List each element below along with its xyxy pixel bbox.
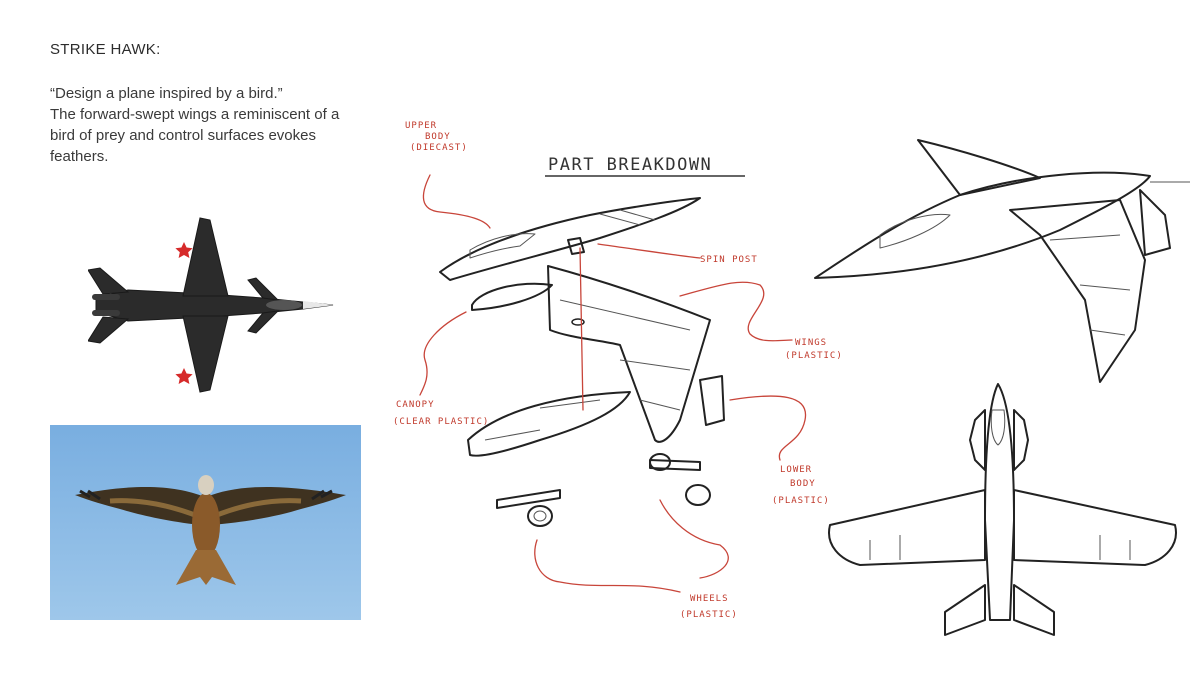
label-lower-body-3: (PLASTIC): [772, 496, 830, 506]
label-wings-2: (PLASTIC): [785, 351, 843, 361]
label-upper-body-1: UPPER: [405, 121, 437, 131]
upper-body-sketch: [439, 197, 701, 281]
label-lower-body-2: BODY: [790, 479, 816, 489]
leader-canopy: [419, 311, 467, 396]
canopy-sketch: [471, 282, 553, 311]
leader-wings: [679, 281, 793, 342]
label-canopy-2: (CLEAR PLASTIC): [393, 417, 489, 427]
label-wheels-2: (PLASTIC): [680, 610, 738, 620]
bird-icon: [75, 475, 346, 585]
lower-body-sketch: [467, 375, 725, 457]
plane-perspective-sketch: [814, 139, 1190, 383]
label-upper-body-3: (DIECAST): [410, 143, 468, 153]
label-spin-post: SPIN POST: [700, 255, 758, 265]
diagram-heading: PART BREAKDOWN: [548, 155, 712, 175]
reference-jet-image: [88, 217, 334, 393]
description: “Design a plane inspired by a bird.” The…: [50, 83, 370, 167]
page-title: STRIKE HAWK:: [50, 41, 161, 58]
description-line: bird of prey and control surfaces evokes: [50, 127, 316, 144]
description-line: “Design a plane inspired by a bird.”: [50, 85, 283, 102]
description-line: The forward-swept wings a reminiscent of…: [50, 106, 340, 123]
leader-wheels-right: [659, 499, 729, 579]
plane-topdown-sketch: [828, 383, 1177, 636]
label-lower-body-1: LOWER: [780, 465, 812, 475]
leader-upper-body: [422, 174, 491, 229]
label-upper-body-2: BODY: [425, 132, 451, 142]
leader-wheels-left: [534, 539, 681, 593]
wheel-sketch-right: [649, 453, 711, 506]
label-wings-1: WINGS: [795, 338, 827, 348]
spin-post-axis: [579, 247, 584, 411]
description-line: feathers.: [50, 148, 109, 165]
reference-bird-image: [50, 425, 361, 620]
wings-sketch: [547, 265, 711, 443]
leader-lower-body: [729, 395, 807, 461]
leader-spin-post: [597, 243, 701, 259]
label-canopy-1: CANOPY: [396, 400, 435, 410]
label-wheels-1: WHEELS: [690, 594, 729, 604]
wheel-sketch-left: [496, 489, 561, 527]
